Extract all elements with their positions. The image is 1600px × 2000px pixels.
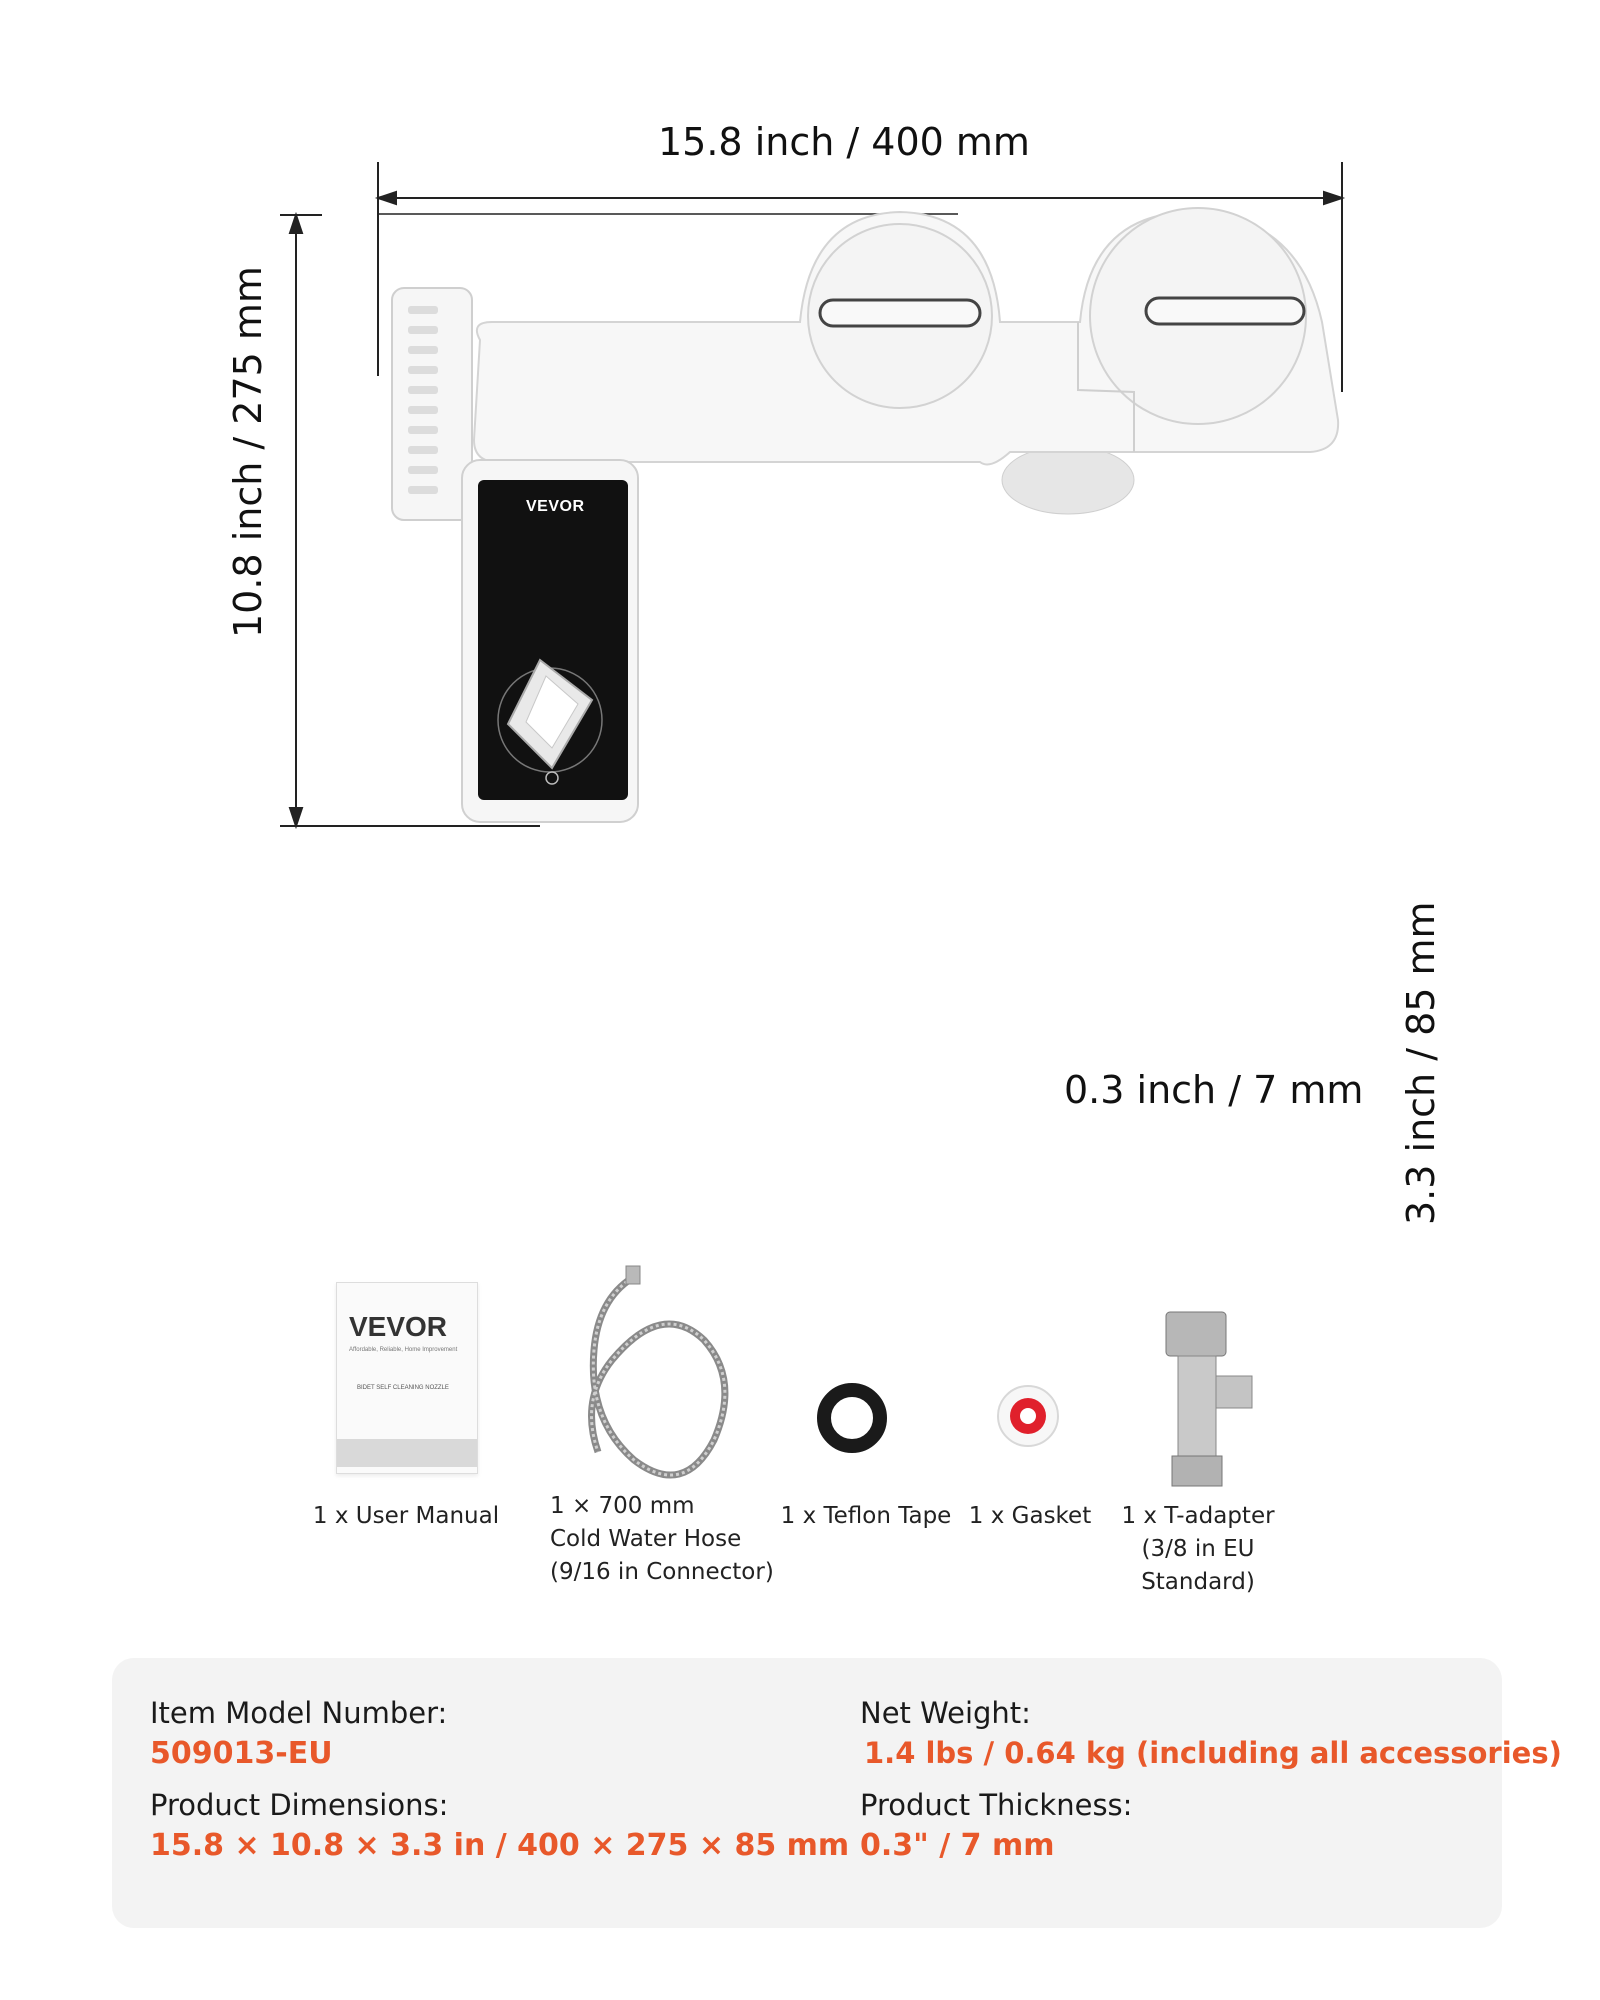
height-dimension-label: 10.8 inch / 275 mm: [226, 266, 270, 638]
product-dimensions-value: 15.8 × 10.8 × 3.3 in / 400 × 275 × 85 mm: [150, 1828, 850, 1863]
spec-panel: Item Model Number: 509013-EU Product Dim…: [112, 1658, 1562, 1928]
device-brand-logo: VEVOR: [526, 498, 585, 515]
model-number-value: 509013-EU: [150, 1736, 333, 1771]
thickness-dimension-label: 0.3 inch / 7 mm: [1064, 1068, 1364, 1112]
accessory-label-teflon: 1 x Teflon Tape: [780, 1503, 952, 1529]
accessory-label-t-adapter: 1 x T-adapter (3/8 in EU Standard): [1121, 1503, 1275, 1595]
height-dimension-line: [280, 211, 540, 830]
width-dimension-label: 15.8 inch / 400 mm: [658, 120, 1030, 164]
user-manual-image: VEVOR Affordable, Reliable, Home Improve…: [336, 1282, 478, 1474]
model-number-label: Item Model Number:: [150, 1696, 448, 1730]
top-view-diagram: [280, 162, 1346, 830]
net-weight-label: Net Weight:: [860, 1696, 1031, 1730]
product-dimensions-label: Product Dimensions:: [150, 1788, 449, 1822]
accessory-label-hose: 1 × 700 mm Cold Water Hose (9/16 in Conn…: [550, 1493, 774, 1585]
accessory-label-gasket: 1 x Gasket: [968, 1503, 1092, 1529]
manual-footer-band: [337, 1439, 477, 1467]
manual-tagline: Affordable, Reliable, Home Improvement: [349, 1347, 458, 1353]
manual-title: BIDET SELF CLEANING NOZZLE: [357, 1385, 449, 1391]
depth-dimension-label: 3.3 inch / 85 mm: [1399, 901, 1443, 1225]
bidet-top-view: [391, 207, 1340, 823]
product-thickness-value: 0.3" / 7 mm: [860, 1828, 1055, 1863]
manual-brand: VEVOR: [349, 1311, 448, 1342]
width-dimension-line: [374, 162, 1346, 392]
accessory-label-manual: 1 x User Manual: [312, 1503, 500, 1529]
net-weight-value: 1.4 lbs / 0.64 kg (including all accesso…: [864, 1736, 1562, 1770]
product-thickness-label: Product Thickness:: [860, 1788, 1133, 1822]
